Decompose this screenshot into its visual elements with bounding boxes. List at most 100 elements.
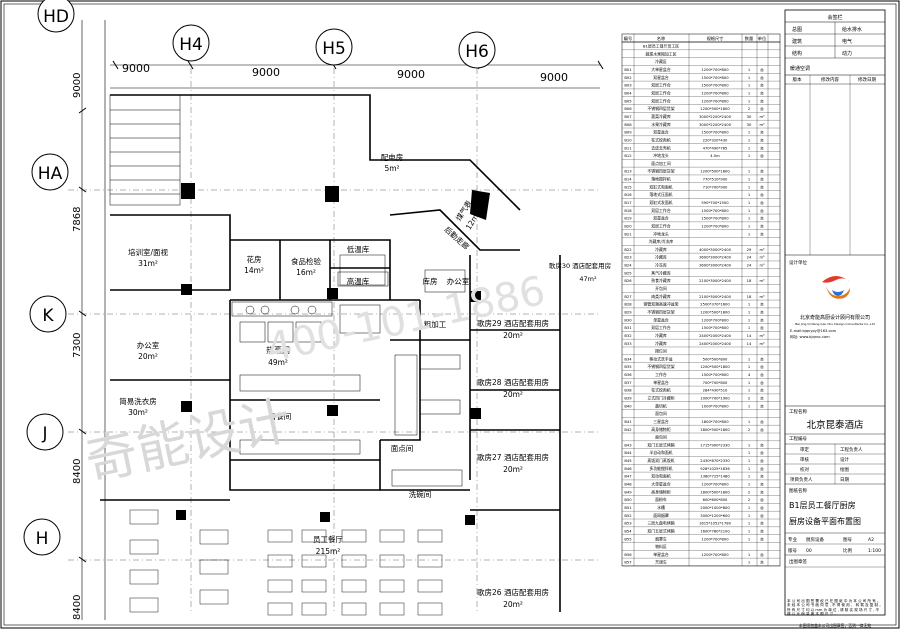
company-web: 网址: www.bjqnsc.com [790, 334, 830, 339]
meta-major: 厨房设备 [806, 536, 824, 543]
schedule-cell: 928*1025*1836 [700, 467, 730, 471]
schedule-cell: 1 [748, 224, 750, 228]
schedule-row: 面包间 [655, 435, 667, 440]
schedule-cell: 1 [748, 357, 750, 361]
schedule-cell: B03 [624, 84, 632, 88]
schedule-cell: 1715*900*2330 [700, 443, 730, 447]
room-staff-dining-area: 215m² [316, 547, 341, 556]
sign-hvac: 暖通空调 [790, 65, 810, 72]
schedule-cell: 台 [760, 91, 764, 96]
schedule-cell: B31 [624, 326, 631, 330]
schedule-cell: 1800*500*1800 [700, 490, 730, 494]
schedule-cell: 大单星盆台 [651, 482, 671, 487]
schedule-header: 名称 [657, 35, 665, 42]
dim-left-3: 7300 [72, 333, 83, 358]
schedule-cell: 1500*700*800 [701, 373, 729, 377]
schedule-cell: 1 [748, 84, 750, 88]
design-unit-label: 设计单位 [789, 259, 807, 266]
schedule-cell: 台 [760, 552, 764, 557]
room-ktv26-area: 20m² [503, 600, 523, 609]
schedule-cell: 台 [760, 75, 764, 80]
schedule-cell: 台 [760, 67, 764, 72]
schedule-cell: 蔬菜冷藏库 [651, 114, 671, 119]
notes-box: 本 公 司 出 图 签 署 权 已 在 图 纸 中 为 本 公 司 所 有 。 … [787, 599, 883, 616]
schedule-cell: 烹调车 [655, 560, 667, 565]
sign-power: 动力 [842, 50, 852, 57]
schedule-cell: B14 [624, 178, 632, 182]
grid-label-h4: H4 [179, 35, 203, 55]
schedule-cell: 1600*780*2100 [700, 529, 730, 533]
schedule-cell: 台 [760, 489, 764, 494]
schedule-cell: 1200*700*800 [701, 318, 729, 322]
schedule-cell: B40 [624, 404, 632, 408]
schedule-cell: B27 [624, 295, 632, 299]
dim-left-1: 9000 [72, 73, 83, 98]
schedule-row: 摊位间 [655, 349, 667, 354]
schedule-cell: 台 [760, 521, 764, 526]
schedule-cell: B52 [624, 514, 631, 518]
schedule-cell: 台 [760, 325, 764, 330]
role-approve: 审定 [800, 446, 809, 453]
schedule-cell: B09 [624, 131, 632, 135]
schedule-cell: 单星盆台 [653, 317, 669, 322]
schedule-cell: 双层工作台 [651, 91, 671, 96]
schedule-cell: 冷藏库 [655, 341, 667, 346]
schedule-cell: 710*700*900 [703, 185, 728, 189]
schedule-cell: m³ [759, 256, 765, 260]
room-servery: 备餐间 [269, 411, 292, 421]
schedule-cell: 1 [748, 389, 750, 393]
schedule-cell: 1 [748, 365, 750, 369]
dim-top-3: 9000 [397, 68, 425, 81]
schedule-cell: 1 [748, 318, 750, 322]
schedule-cell: 1200*500*1800 [700, 170, 730, 174]
grid-label-ha: HA [38, 164, 63, 184]
schedule-cell: 台 [760, 372, 764, 377]
schedule-cell: 双层工作台 [651, 325, 671, 330]
schedule-cell: 台 [760, 528, 764, 533]
rev-header-date: 修改日期 [858, 76, 876, 83]
schedule-cell: 蒸饭双门蒸饭机 [647, 458, 674, 463]
room-ktv26-name: 歌房26 酒店配套用房 [477, 587, 549, 597]
schedule-cell: m³ [759, 295, 765, 299]
schedule-cell: 台 [760, 184, 764, 189]
schedule-cell: 220*320*430 [703, 138, 728, 142]
room-power-name: 配电房 [381, 152, 404, 162]
schedule-cell: m³ [759, 279, 765, 283]
schedule-cell: 台 [760, 474, 764, 479]
room-laundry-name: 简易洗衣房 [119, 396, 157, 406]
schedule-cell: 1 [748, 475, 750, 479]
schedule-cell: B02 [624, 76, 631, 80]
project-name-label: 工程名称 [789, 408, 807, 415]
schedule-cell: 1200*700*800 [701, 92, 729, 96]
schedule-cell: 1200*500*1800 [700, 365, 730, 369]
schedule-cell: 2 [748, 397, 750, 401]
watermark-phone: 400-101-1886 [263, 268, 550, 372]
grid-label-h: H [36, 529, 49, 549]
schedule-cell: 4 [748, 373, 751, 377]
schedule-cell: 1500*700*800 [701, 326, 729, 330]
schedule-cell: m³ [759, 115, 765, 119]
schedule-cell: 半自动和面机 [649, 450, 672, 455]
schedule-cell: m³ [759, 342, 765, 346]
schedule-cell: 500*500*800 [703, 357, 728, 361]
schedule-cell: 24 [747, 256, 752, 260]
schedule-cell: 单星盆台 [653, 552, 669, 557]
room-ktv27-area: 20m² [503, 465, 523, 474]
schedule-cell: 1380*725*1480 [700, 475, 730, 479]
schedule-cell: 台 [760, 356, 764, 361]
kitchen-equipment [231, 254, 466, 487]
schedule-cell: 台 [760, 137, 764, 142]
schedule-cell: 台 [760, 560, 764, 565]
schedule-cell: 钢管双端高速冲盆架 [643, 302, 678, 307]
